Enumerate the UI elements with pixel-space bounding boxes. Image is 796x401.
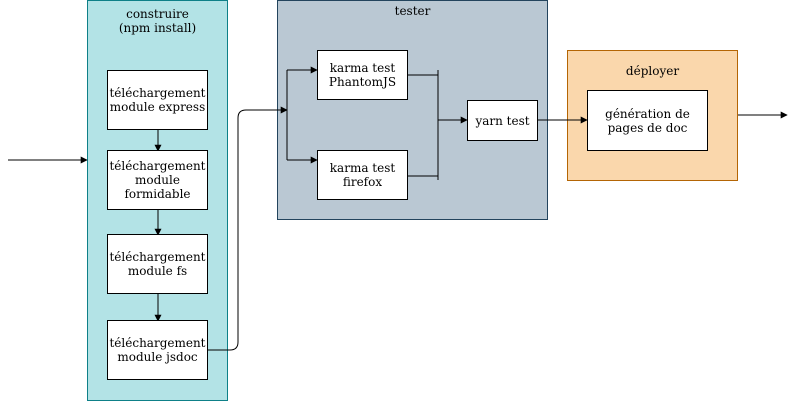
node-telechargement-express: téléchargement module express xyxy=(107,70,208,130)
group-tester-title: tester xyxy=(394,4,431,18)
edge-jsdoc-to-tester xyxy=(208,106,288,351)
node-karma-phantomjs: karma test PhantomJS xyxy=(317,50,408,100)
node-generation-docs: génération de pages de doc xyxy=(587,90,708,151)
node-karma-firefox: karma test firefox xyxy=(317,150,408,200)
node-telechargement-fs: téléchargement module fs xyxy=(107,234,208,294)
group-deployer-title: déployer xyxy=(625,64,680,78)
node-yarn-test: yarn test xyxy=(467,100,538,141)
group-construire-title: construire (npm install) xyxy=(118,7,197,35)
node-telechargement-jsdoc: téléchargement module jsdoc xyxy=(107,320,208,380)
node-telechargement-formidable: téléchargement module formidable xyxy=(107,150,208,210)
